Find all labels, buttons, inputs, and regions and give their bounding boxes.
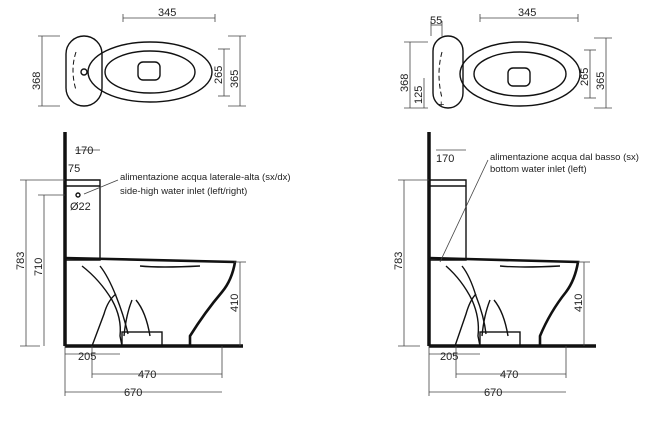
right-inlet-offset-label: 125 [413,86,425,104]
left-tank [65,179,101,261]
left-overall-length-label: 670 [124,387,142,399]
right-seat-height-label: 410 [573,294,585,312]
right-drain-square [507,67,531,87]
right-top-height-label: 368 [399,74,411,92]
right-side-view: 170 783 410 205 470 670 alimentazione ac… [393,132,639,399]
left-inlet-offset-label: 75 [68,163,80,175]
left-pan-length-label: 470 [138,369,156,381]
right-bowl-outline [459,41,581,107]
left-note-it: alimentazione acqua laterale-alta (sx/dx… [120,172,291,183]
left-top-inner-label: 265 [213,66,225,84]
right-outlet-label: 205 [440,351,458,363]
left-inlet-hole [80,68,88,76]
left-leader-line [83,179,119,195]
left-top-height-label: 368 [31,72,43,90]
right-top-outer-label: 365 [595,72,607,90]
right-top-width-label: 345 [518,7,536,19]
right-overall-length-label: 670 [484,387,502,399]
left-tank-height-label: 710 [33,258,45,276]
right-pan-length-label: 470 [500,369,518,381]
left-total-height-label: 783 [15,252,27,270]
right-tank [429,179,467,261]
right-tank-depth-label: 170 [436,153,454,165]
left-bowl-inner [104,50,196,94]
right-leader-line [439,159,489,263]
right-inlet-mark: + [438,99,444,111]
right-top-view: 55 345 368 125 + 265 365 [399,7,612,111]
left-bowl-outline [87,41,213,103]
left-drain-square [137,61,161,81]
left-top-outer-label: 365 [229,70,241,88]
left-top-width-label: 345 [158,7,176,19]
left-inlet-diameter-label: Ø22 [70,201,91,213]
right-total-height-label: 783 [393,252,405,270]
left-side-view: 170 75 Ø22 783 710 410 205 470 670 alime… [15,132,291,399]
right-bowl-inner [473,51,567,97]
right-tank-dashed [438,51,443,99]
right-note-en: bottom water inlet (left) [490,164,587,175]
left-seat-height-label: 410 [229,294,241,312]
right-tank-lid-shape [432,35,464,109]
left-bowl-profile [64,256,237,346]
left-inlet-mark [75,192,81,198]
right-cap-width-label: 55 [430,15,442,27]
right-note-it: alimentazione acqua dal basso (sx) [490,152,639,163]
left-tank-lid-shape [65,35,103,107]
right-top-inner-label: 265 [579,68,591,86]
left-tank-dashed [72,51,77,91]
right-bowl-profile [428,256,580,346]
left-outlet-label: 205 [78,351,96,363]
left-tank-depth-label: 170 [75,145,93,157]
left-top-view: 345 368 265 365 [31,7,246,107]
left-note-en: side-high water inlet (left/right) [120,186,247,197]
